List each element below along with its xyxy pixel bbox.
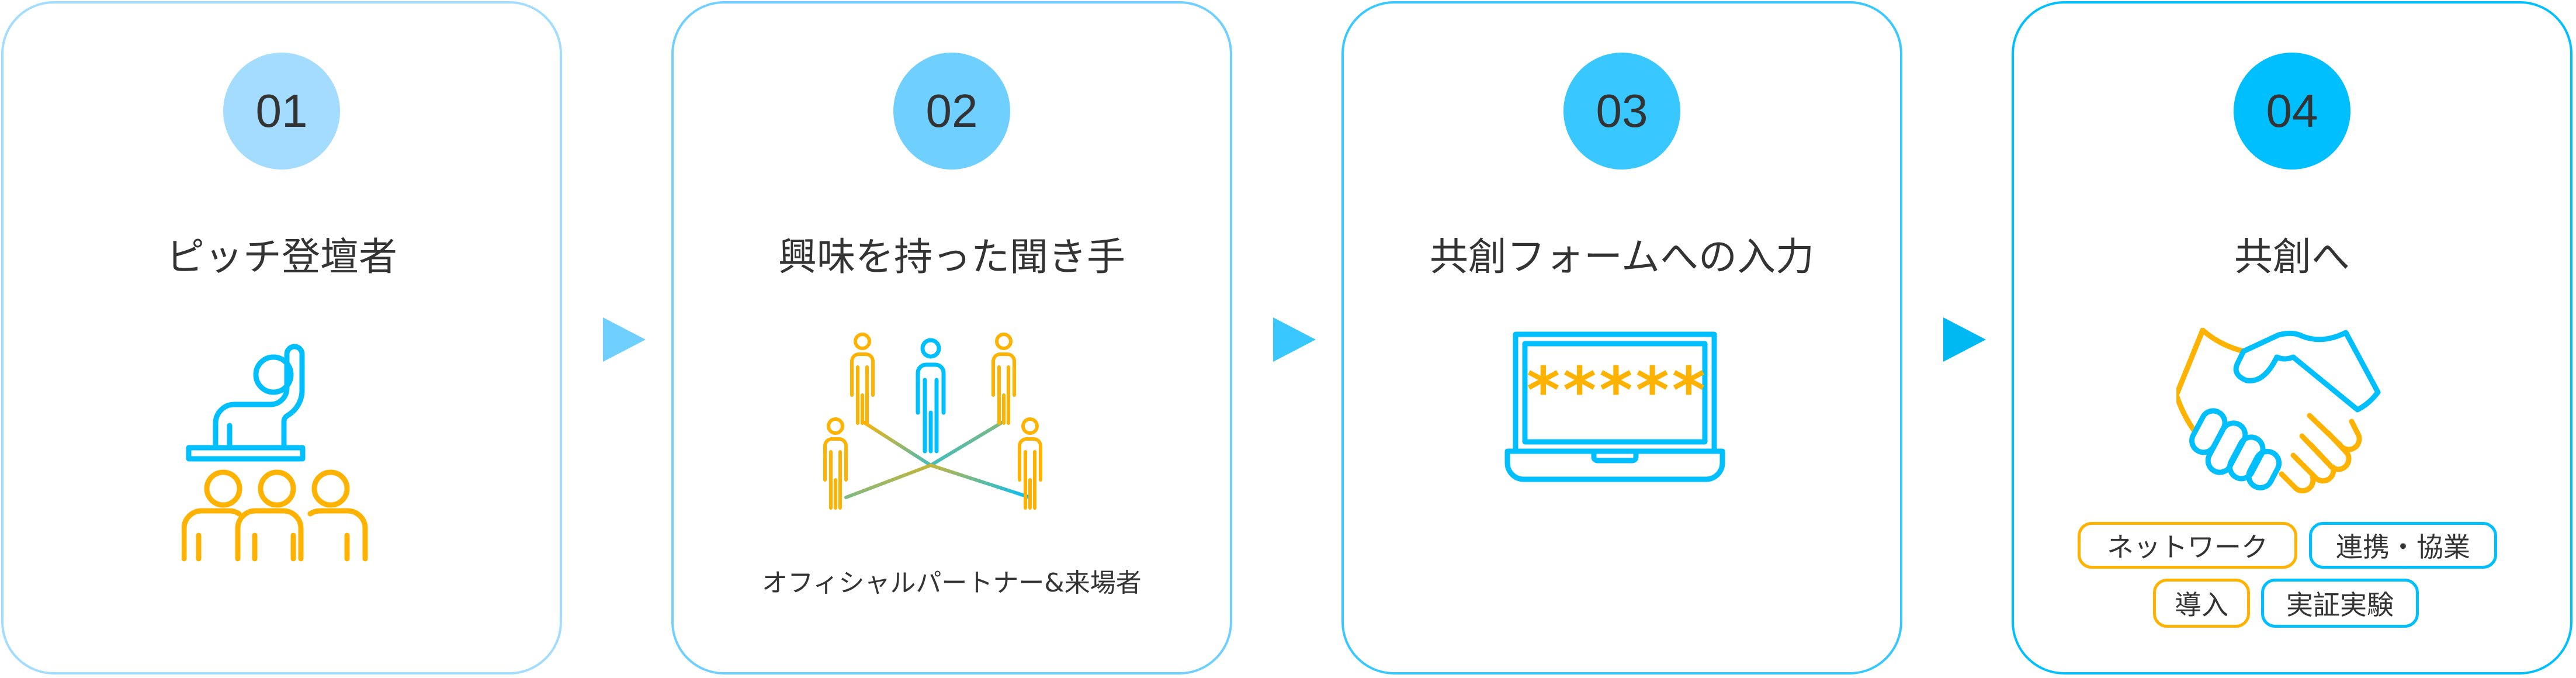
people-network-icon xyxy=(823,333,1042,510)
step-card-3: 03 共創フォームへの入力 ***** xyxy=(1341,1,1902,674)
step-card-1: 01 ピッチ登壇者 xyxy=(1,1,562,674)
step-subtitle: オフィシャルパートナー&来場者 xyxy=(762,568,1142,598)
handshake-icon xyxy=(2176,328,2381,494)
laptop-password-icon: ***** xyxy=(1504,331,1725,482)
tag-collaboration: 連携・協業 xyxy=(2309,522,2497,569)
step-number-badge: 03 xyxy=(1563,53,1680,170)
presenter-audience-icon xyxy=(182,344,368,562)
arrow-right-icon xyxy=(1273,317,1316,362)
step-card-2: 02 興味を持った聞き手 オフィシャルパートナー&来場者 xyxy=(671,1,1232,674)
step-title: 共創へ xyxy=(2234,234,2350,279)
step-number-badge: 01 xyxy=(223,53,340,170)
step-title: 興味を持った聞き手 xyxy=(778,234,1125,279)
step-title: 共創フォームへの入力 xyxy=(1429,234,1815,279)
step-number-badge: 02 xyxy=(893,53,1010,170)
tag-demonstration: 実証実験 xyxy=(2261,579,2419,628)
step-title: ピッチ登壇者 xyxy=(166,234,397,279)
password-mask-text: ***** xyxy=(1524,353,1705,428)
step-number-badge: 04 xyxy=(2234,53,2350,170)
arrow-right-icon xyxy=(603,317,646,362)
arrow-right-icon xyxy=(1943,317,1986,362)
tag-network: ネットワーク xyxy=(2078,522,2297,569)
step-card-4: 04 共創へ ネットワーク 連携・協業 導入 実証実験 xyxy=(2012,1,2572,674)
tag-adoption: 導入 xyxy=(2153,579,2250,628)
